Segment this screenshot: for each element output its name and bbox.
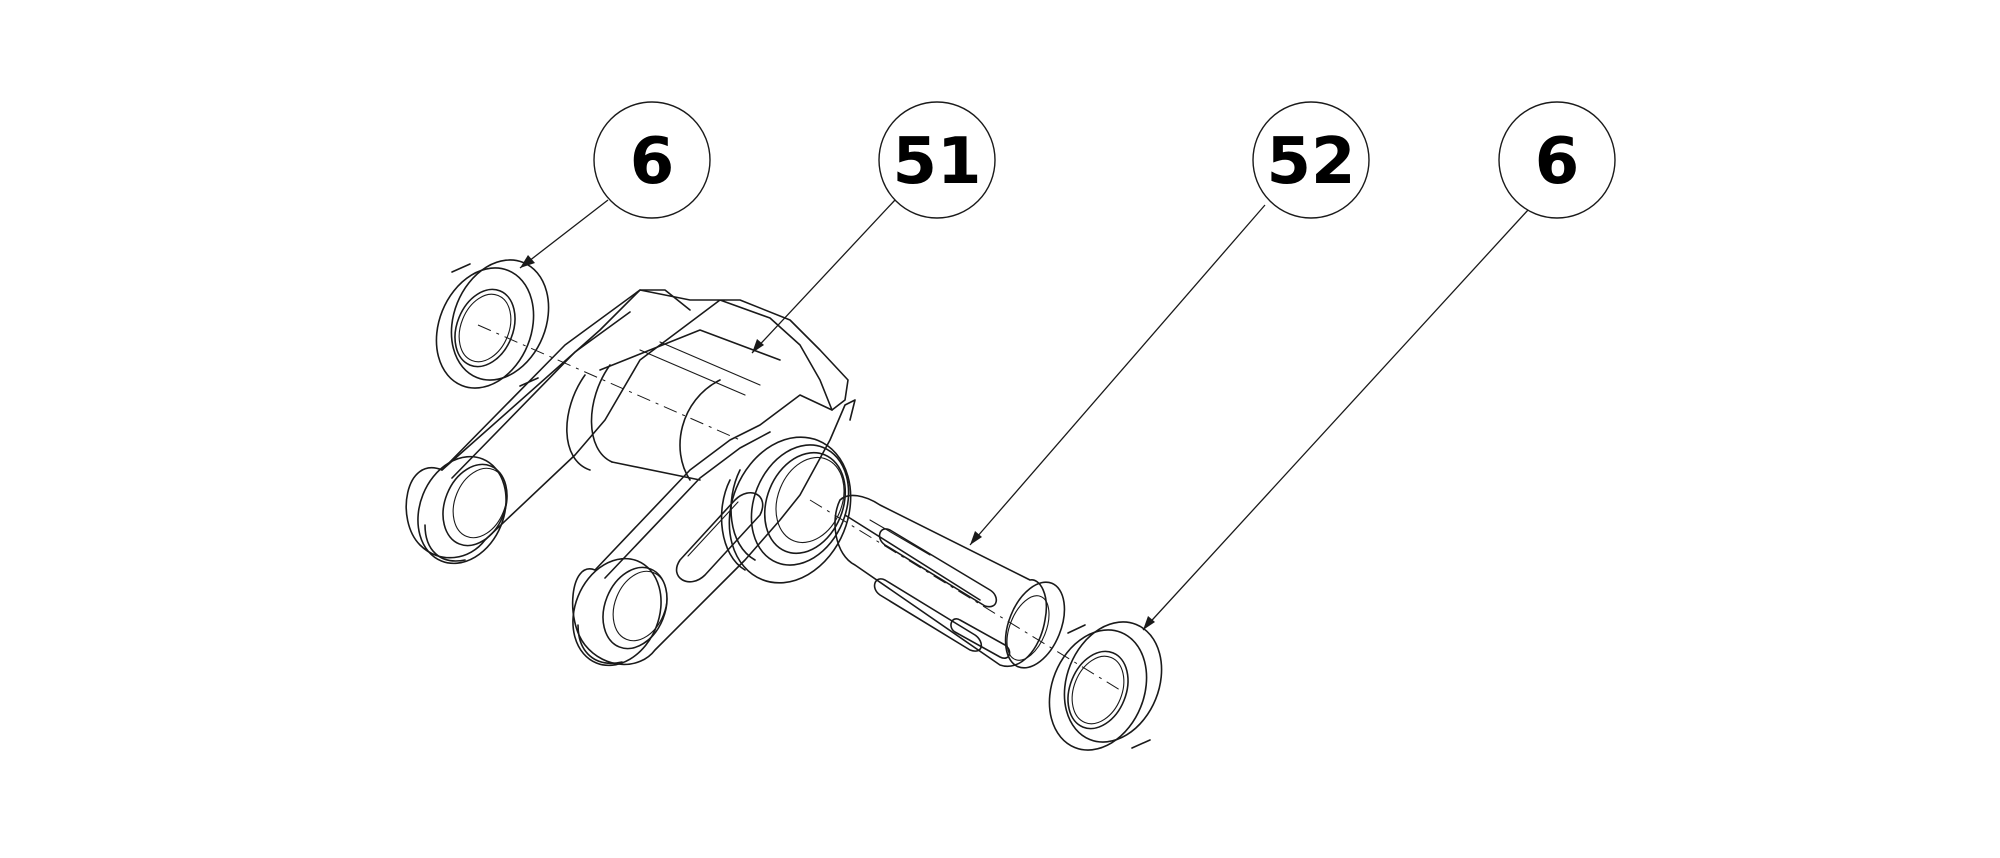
rocker-link	[405, 289, 856, 667]
balloon-label: 51	[892, 125, 981, 199]
center-axes	[477, 324, 1121, 691]
leader-arrow-52	[970, 531, 982, 545]
balloon-52: 52	[1252, 101, 1370, 219]
leader-6-right	[1142, 209, 1529, 631]
bearing-left	[435, 259, 550, 389]
leader-arrow-6-left	[520, 255, 535, 268]
bearing-right	[1048, 621, 1163, 751]
leader-6-left	[519, 199, 609, 269]
balloon-label: 6	[1535, 125, 1580, 199]
balloon-label: 6	[630, 125, 675, 199]
leader-51	[751, 199, 896, 354]
leader-lines	[519, 199, 1529, 631]
leader-52	[969, 204, 1266, 546]
balloon-6-right: 6	[1498, 101, 1616, 219]
leader-arrow-6-right	[1143, 616, 1155, 630]
leader-arrow-51	[752, 339, 764, 353]
balloon-51: 51	[878, 101, 996, 219]
slotted-sleeve	[834, 494, 1066, 669]
balloon-label: 52	[1266, 125, 1355, 199]
balloon-6-left: 6	[593, 101, 711, 219]
